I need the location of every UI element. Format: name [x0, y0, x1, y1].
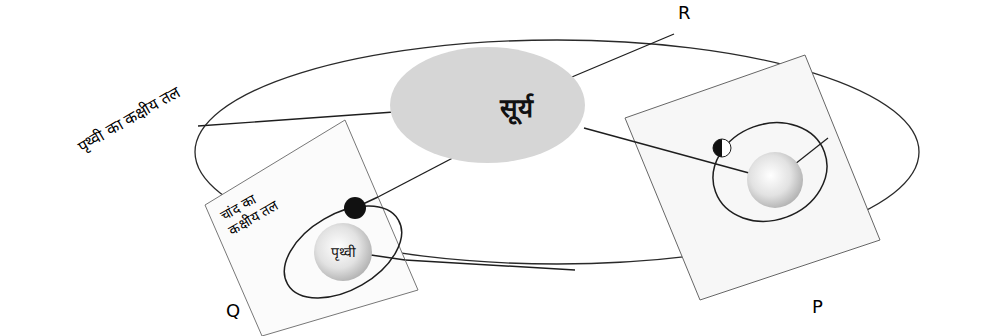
- moon-orbital-plane-p: [625, 55, 880, 300]
- sun-shape: सूर्य: [390, 47, 585, 163]
- node-text: सूर्य: [500, 93, 533, 124]
- leader-line: [198, 112, 394, 126]
- earth-line: [371, 255, 405, 260]
- node-text: पृथ्वी का कक्षीय तल: [74, 82, 183, 156]
- earth-circle: [314, 223, 372, 281]
- earth-globe: पृथ्वी: [313, 222, 373, 282]
- sun-ellipse: [390, 47, 585, 163]
- moon-orbit: [269, 187, 418, 317]
- sun-earth-line: [584, 128, 760, 176]
- plane-sheet: [205, 120, 418, 336]
- point-label: R: [678, 2, 691, 24]
- moon-dark: [344, 197, 366, 219]
- r-line: [560, 34, 674, 82]
- moon-orbit: [699, 107, 841, 237]
- moon-half: [713, 139, 731, 157]
- node-text: पृथ्वी: [331, 244, 356, 261]
- earth-line: [405, 260, 575, 270]
- moon-shadow: [713, 139, 722, 157]
- grey-plane: [0, 18, 984, 336]
- point-label: P: [812, 296, 823, 318]
- earth-globe: [747, 152, 803, 208]
- sun-shape-outline: [390, 47, 585, 163]
- point-label: Q: [226, 300, 240, 322]
- sun-moon-line: [363, 197, 378, 204]
